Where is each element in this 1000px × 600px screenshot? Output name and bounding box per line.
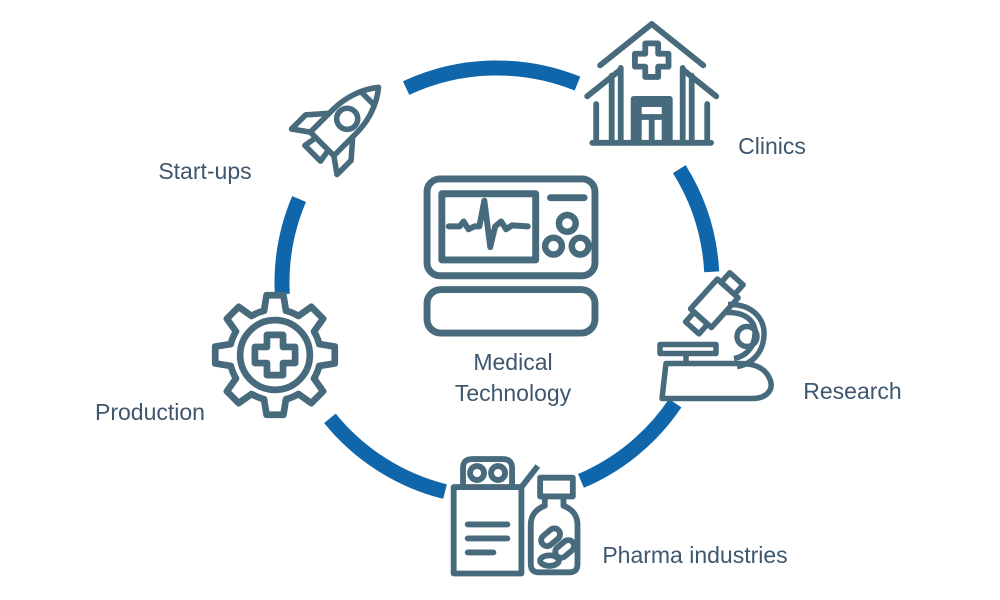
arc-segment-lower-right — [577, 398, 682, 488]
medical-monitor-icon — [423, 175, 599, 337]
center-label-line1: Medical — [473, 349, 553, 375]
arc-segment-upper-right — [672, 165, 720, 273]
medical-cross — [632, 40, 672, 80]
arc-segment-lower-left — [324, 413, 447, 499]
medical-cross — [251, 331, 299, 379]
label-medical-technology: Medical Technology — [413, 347, 613, 409]
center-label-line2: Technology — [454, 380, 572, 406]
ecg-heartbeat-line — [445, 197, 531, 251]
arc-segment-top — [402, 60, 581, 95]
arc-segment-left — [274, 196, 307, 295]
medicine-box-bottle-icon — [450, 456, 581, 577]
rocket-icon — [288, 84, 382, 178]
hospital-building-icon — [584, 21, 720, 146]
label-start-ups: Start-ups — [158, 158, 252, 184]
gear-medical-cross-icon — [211, 291, 339, 419]
microscope-icon — [657, 270, 774, 402]
label-research: Research — [803, 378, 902, 404]
label-clinics: Clinics — [738, 133, 806, 159]
pill-tablet — [537, 552, 562, 569]
pill-capsule — [538, 525, 563, 550]
label-production: Production — [95, 399, 205, 425]
label-pharma-industries: Pharma industries — [602, 542, 788, 568]
